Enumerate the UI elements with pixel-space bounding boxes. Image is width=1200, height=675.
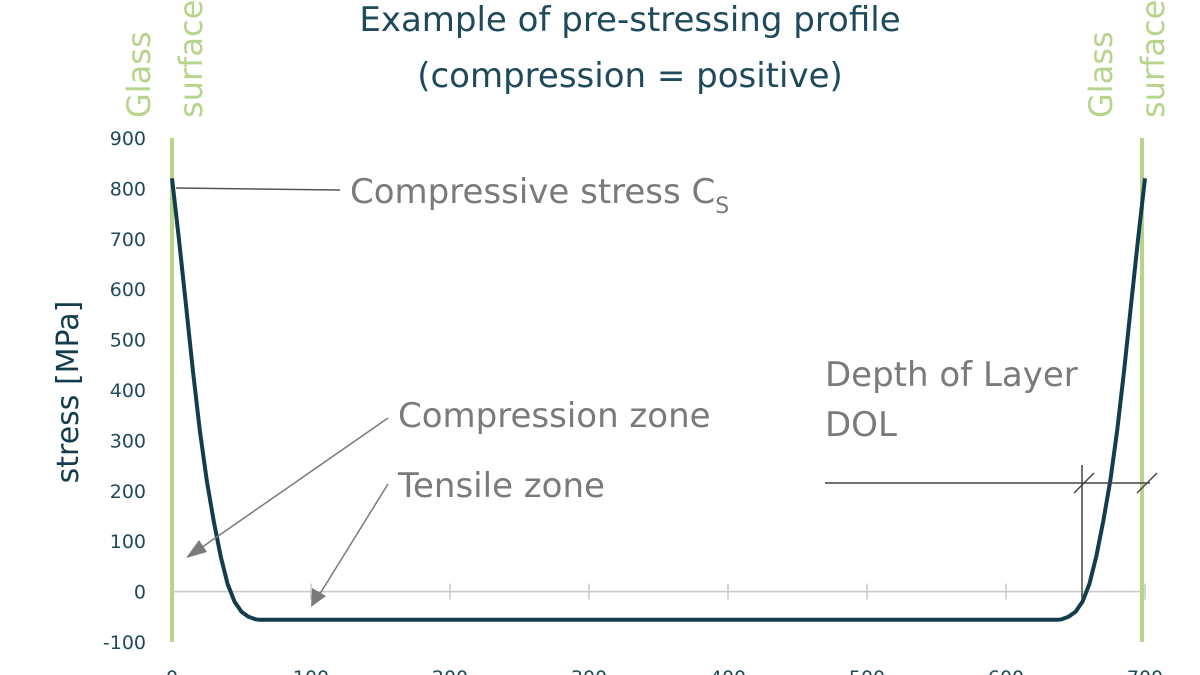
y-tick-label-900: 900: [110, 128, 146, 150]
glass-surface-label-left-1: Glass: [120, 31, 158, 118]
y-tick-label-100: 100: [110, 531, 146, 553]
y-tick-label-200: 200: [110, 481, 146, 503]
tensile-zone-label: Tensile zone: [397, 466, 605, 506]
tensile-zone-arrowhead: [311, 588, 326, 607]
y-tick-label-800: 800: [110, 178, 146, 200]
y-tick-label--100: -100: [103, 632, 146, 654]
compressive-stress-leader: [175, 187, 341, 191]
y-tick-label-0: 0: [134, 582, 146, 604]
y-axis-label: stress [MPa]: [51, 301, 86, 484]
x-tick-label-500: 500: [849, 667, 885, 675]
glass-surface-label-left-2: surface: [172, 0, 210, 118]
dol-tick-left: [1073, 472, 1095, 494]
x-tick-label-400: 400: [710, 667, 746, 675]
y-tick-label-500: 500: [110, 330, 146, 352]
x-tick-label-600: 600: [988, 667, 1024, 675]
x-tick-label-700: 700: [1127, 667, 1163, 675]
y-tick-label-700: 700: [110, 229, 146, 251]
x-tick-label-100: 100: [293, 667, 329, 675]
glass-surface-label-right-2: surface: [1134, 0, 1172, 118]
y-tick-label-400: 400: [110, 380, 146, 402]
compressive-stress-label: Compressive stress CS: [350, 172, 729, 219]
compression-zone-arrowhead: [186, 540, 207, 558]
y-tick-label-300: 300: [110, 430, 146, 452]
y-tick-label-600: 600: [110, 279, 146, 301]
compression-zone-label: Compression zone: [398, 396, 711, 436]
dol-label-line-1: Depth of Layer: [825, 355, 1078, 395]
x-tick-label-200: 200: [432, 667, 468, 675]
x-tick-label-0: 0: [166, 667, 178, 675]
dol-label-line-2: DOL: [825, 405, 897, 445]
chart-title-line-1: Example of pre-stressing profile: [359, 0, 901, 40]
chart-title-line-2: (compression = positive): [417, 56, 843, 96]
glass-surface-label-right-1: Glass: [1082, 31, 1120, 118]
dol-tick-right: [1136, 472, 1158, 494]
x-tick-label-300: 300: [571, 667, 607, 675]
stress-profile-curve: [170, 178, 1147, 622]
tensile-zone-arrow-line: [317, 483, 389, 598]
compression-zone-arrow-line: [197, 417, 389, 551]
